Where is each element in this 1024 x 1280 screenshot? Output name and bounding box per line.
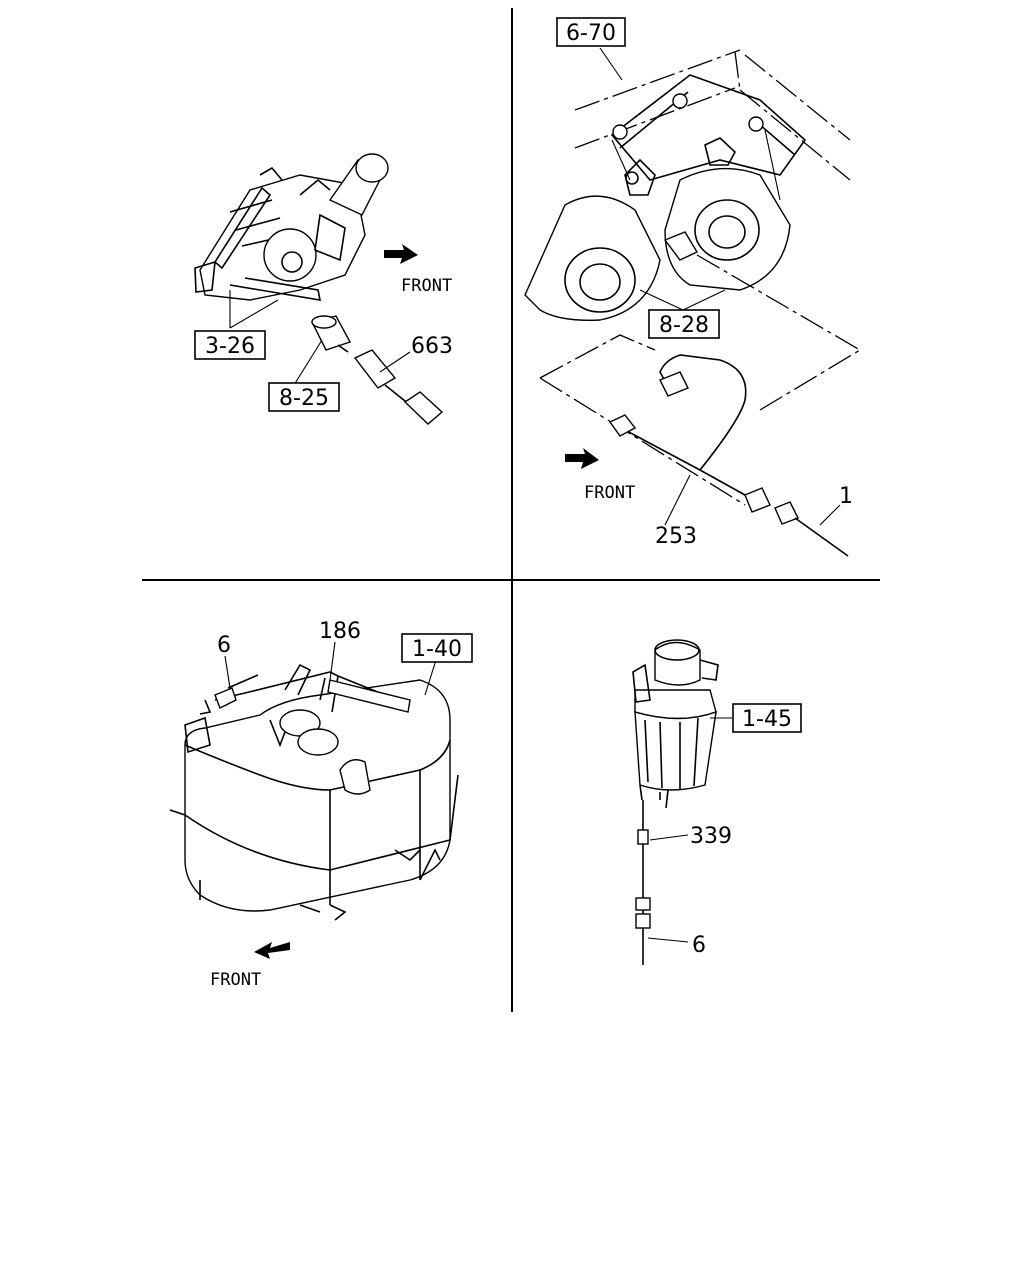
connector-663-illustration	[353, 349, 444, 425]
ref-label-3-26: 3-26	[205, 334, 255, 359]
front-arrow-icon	[565, 448, 599, 469]
ref-box-1-45	[732, 703, 802, 733]
part-label-663: 663	[411, 334, 453, 359]
ref-box-6-70	[556, 17, 626, 47]
harness-253-illustration	[608, 354, 849, 557]
horn-right-illustration	[663, 137, 791, 291]
ref-box-1-40	[401, 633, 473, 663]
panel-top-right: 8-28 FRONT 6-70 253 1	[524, 17, 861, 557]
front-label: FRONT	[584, 483, 635, 503]
ref-label-8-25: 8-25	[279, 386, 329, 411]
part-label-253: 253	[655, 524, 697, 549]
ref-label-1-40: 1-40	[412, 637, 462, 662]
front-arrow-icon	[254, 942, 290, 959]
fuel-filter-illustration	[632, 639, 719, 809]
part-label-186: 186	[319, 619, 361, 644]
ref-label-6-70: 6-70	[566, 21, 616, 46]
part-label-6-filter: 6	[692, 933, 706, 958]
part-label-6: 6	[217, 633, 231, 658]
part-label-339: 339	[690, 824, 732, 849]
front-label: FRONT	[401, 276, 452, 296]
front-arrow-icon	[384, 244, 418, 264]
ref-box-8-28	[648, 309, 720, 339]
panel-top-left: FRONT 3-26 8-25 663	[194, 153, 453, 425]
panel-bottom-right: 1-45 339 6	[632, 639, 802, 965]
front-label: FRONT	[210, 970, 261, 990]
injection-pump-illustration	[194, 153, 389, 301]
ref-label-8-28: 8-28	[659, 313, 709, 338]
ref-label-1-45: 1-45	[742, 707, 792, 732]
filter-wire-illustration	[635, 800, 651, 965]
part-label-1: 1	[839, 484, 853, 509]
fuel-tank-illustration	[169, 663, 459, 921]
ref-box-8-25	[268, 382, 340, 412]
sender-wire-186-illustration	[199, 671, 411, 715]
panel-bottom-left: FRONT 6 186 1-40	[169, 619, 473, 990]
horn-left-illustration	[524, 158, 661, 321]
ref-box-3-26	[194, 330, 266, 360]
